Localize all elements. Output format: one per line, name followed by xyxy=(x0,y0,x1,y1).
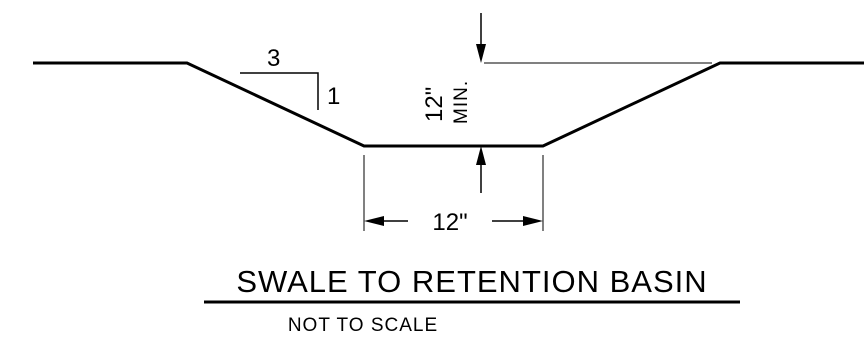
depth-arrow-bottom-head xyxy=(476,146,486,165)
drawing-title: SWALE TO RETENTION BASIN xyxy=(236,264,707,299)
width-value-label: 12" xyxy=(432,209,467,236)
depth-arrow-top-head xyxy=(476,44,486,63)
swale-profile-line xyxy=(33,61,864,148)
depth-min-label: MIN. xyxy=(451,80,472,124)
width-arrow-left-head xyxy=(364,216,384,226)
slope-rise-label: 1 xyxy=(327,83,340,110)
width-arrow-right-head xyxy=(523,216,543,226)
drawing-subtitle: NOT TO SCALE xyxy=(288,315,438,336)
depth-value-label: 12" xyxy=(421,87,448,122)
slope-run-label: 3 xyxy=(267,45,280,72)
slope-indicator-line xyxy=(240,72,319,110)
